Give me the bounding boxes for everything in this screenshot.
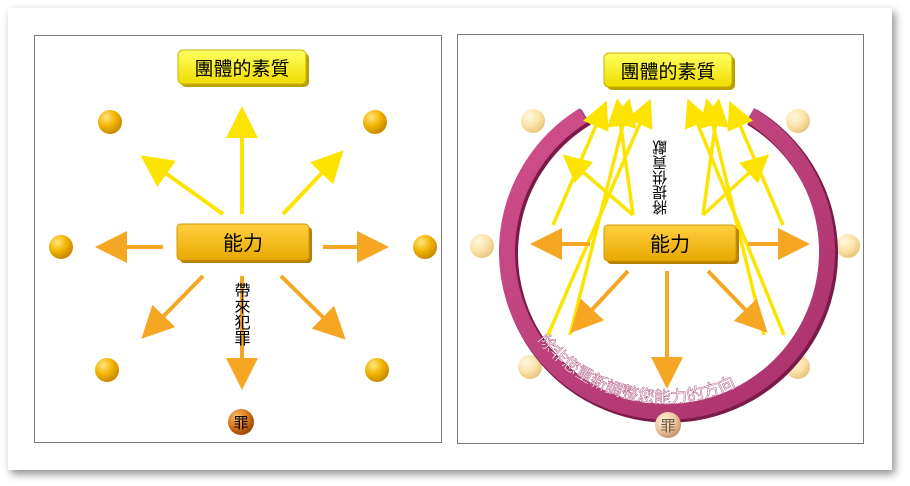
ability-center-box: 能力 [176,223,312,263]
redirect-arc [499,108,835,420]
member-dot [363,110,387,134]
left-diagram-panel: 團體的素質 能力 帶來犯罪 [34,35,442,443]
brings-crime-label: 帶來犯罪 [232,282,251,346]
right-diagram-panel: 除非您重新調整您能力的方向 團體的素質 [457,34,864,444]
ability-center-box: 能力 [603,224,739,264]
left-diagram: 團體的素質 能力 帶來犯罪 [49,49,437,435]
member-dot [49,235,73,259]
will-contribute-label: 將提供貢獻 [651,140,669,215]
sin-node: 罪 [655,412,681,438]
sin-node: 罪 [228,409,254,435]
arrow-redirect [684,98,786,336]
arrow-up-left [140,155,225,216]
member-dot [470,234,494,258]
quality-title-label: 團體的素質 [620,61,715,83]
redirect-arc-text: 除非您重新調整您能力的方向 [534,330,739,408]
sin-node-label: 罪 [660,417,675,435]
ability-center-label: 能力 [650,232,690,256]
quality-title-box: 團體的素質 [603,52,735,90]
member-dot [413,235,437,259]
right-diagram: 除非您重新調整您能力的方向 團體的素質 [470,52,860,438]
arrow-down-right [706,269,768,333]
quality-title-label: 團體的素質 [194,58,289,80]
arrow-up-right [281,150,344,216]
member-dot [95,358,119,382]
member-dot [365,358,389,382]
slide: 團體的素質 能力 帶來犯罪 [8,8,892,470]
member-dot [521,109,545,133]
arrow-down-right [279,274,346,340]
member-dot [518,355,542,379]
member-dot [98,110,122,134]
arrow-down-left [570,269,630,333]
member-dot [836,234,860,258]
member-dot [786,109,810,133]
sin-node-label: 罪 [233,414,248,432]
arrow-redirect [551,100,609,226]
arrow-redirect [727,100,785,226]
arrow-redirect [546,98,653,336]
ability-center-label: 能力 [223,231,263,255]
arrow-redirect [701,154,770,217]
arrow-down-left [141,274,205,339]
quality-title-box: 團體的素質 [177,49,309,87]
